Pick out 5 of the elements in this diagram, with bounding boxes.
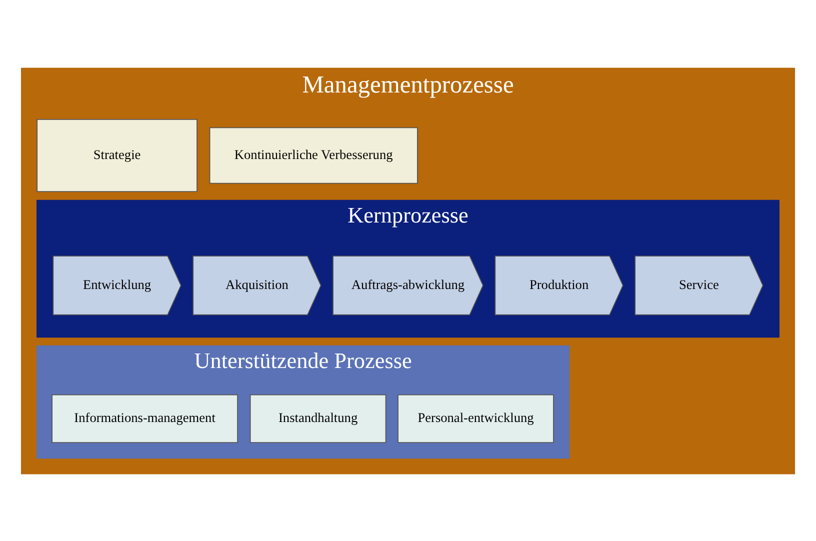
node-box: Kontinuierliche Verbesserung [209,126,418,184]
node-box: Instandhaltung [250,394,386,443]
node-box: Strategie [36,118,198,192]
node-box: Informations-management [52,394,238,443]
node-box: Personal-entwicklung [398,394,554,443]
